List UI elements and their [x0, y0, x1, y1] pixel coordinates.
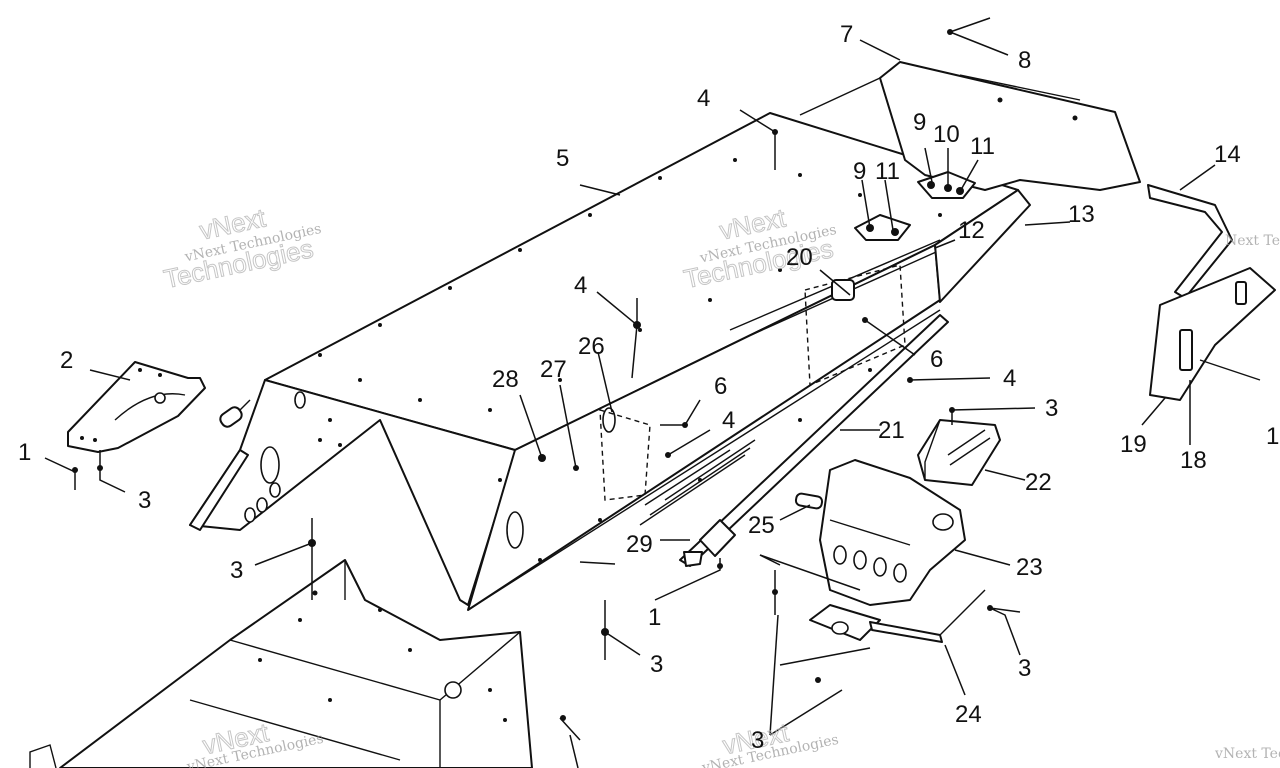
callout-9: 9: [853, 158, 866, 185]
callout-5: 5: [556, 145, 569, 172]
leader-lines: [44, 17, 1216, 768]
lower-frame-assembly: [29, 559, 533, 768]
callout-1: 1: [648, 604, 661, 631]
callout-14: 14: [1214, 141, 1241, 168]
callout-6: 6: [930, 346, 943, 373]
callout-4: 4: [722, 407, 735, 434]
callout-23: 23: [1016, 554, 1043, 581]
callout-26: 26: [578, 333, 605, 360]
shaft-part-24: [809, 589, 986, 643]
bracket-part-23: [819, 459, 966, 606]
callout-3: 3: [138, 487, 151, 514]
callout-20: 20: [786, 244, 813, 271]
flap-part-19: [1149, 267, 1276, 401]
callout-3: 3: [650, 651, 663, 678]
callout-4: 4: [697, 85, 710, 112]
callout-6: 6: [714, 373, 727, 400]
grab-handle-part-14: [1147, 184, 1233, 299]
rivet-pattern: [318, 158, 942, 562]
callout-10: 10: [933, 121, 960, 148]
shaft-part-21: [679, 314, 949, 567]
callout-18: 18: [1180, 447, 1207, 474]
callout-28: 28: [492, 366, 519, 393]
callout-8: 8: [1018, 47, 1031, 74]
callout-7: 7: [840, 21, 853, 48]
bracket-part-22: [917, 419, 1001, 486]
callout-19: 19: [1120, 431, 1147, 458]
callout-11: 11: [875, 158, 900, 185]
callout-21: 21: [878, 417, 905, 444]
callout-24: 24: [955, 701, 982, 728]
callout-27: 27: [540, 356, 567, 383]
vent-slots: [579, 439, 756, 565]
callout-labels: 1 1 2 3 3 3 3 3 3 4 4 4 4 5 6 6 7 8 9 9 …: [18, 21, 1279, 754]
callout-3: 3: [1018, 655, 1031, 682]
bracket-part-2: [67, 361, 206, 453]
callout-3: 3: [1045, 395, 1058, 422]
callout-29: 29: [626, 531, 653, 558]
callout-9: 9: [913, 109, 926, 136]
callout-3: 3: [230, 557, 243, 584]
callout-25: 25: [748, 512, 775, 539]
callout-11: 11: [970, 133, 995, 160]
pin-part-25: [794, 492, 824, 510]
callout-13: 13: [1068, 201, 1095, 228]
callout-4: 4: [1003, 365, 1016, 392]
bumper-part-13: [934, 189, 1031, 303]
callout-3: 3: [751, 727, 764, 754]
callout-1: 1: [18, 439, 31, 466]
callout-1: 1: [1266, 423, 1279, 450]
rear-flap-part-7: [879, 61, 1141, 191]
callout-12: 12: [958, 217, 985, 244]
watermark-partial-right: Next Te: [1225, 233, 1280, 249]
callout-4: 4: [574, 272, 587, 299]
callout-2: 2: [60, 347, 73, 374]
callout-22: 22: [1025, 469, 1052, 496]
watermark-partial-bottom-right: vNext Tec: [1214, 746, 1280, 762]
